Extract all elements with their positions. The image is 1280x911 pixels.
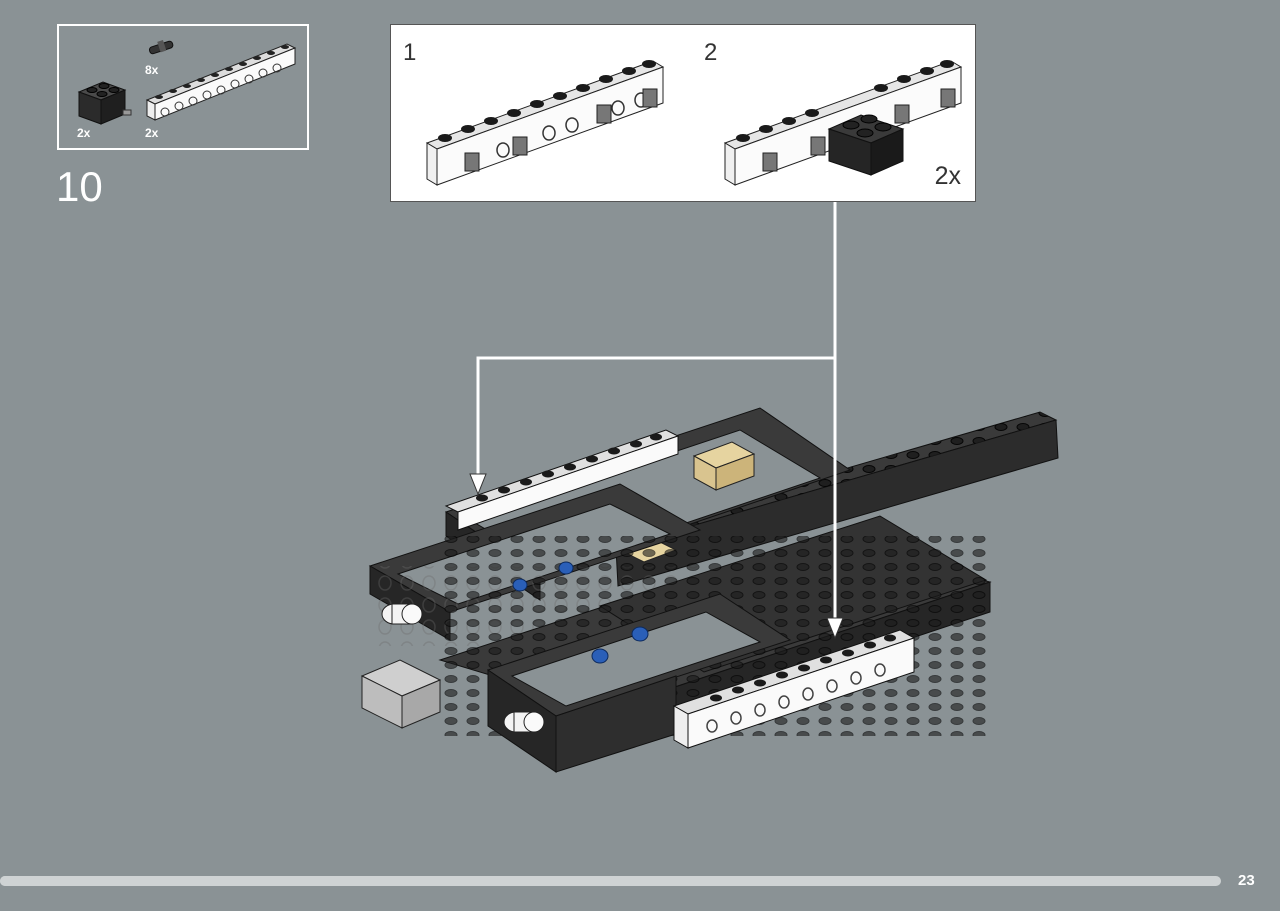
parts-list-callout: 8x 2x 2x [57,24,309,150]
sub-assembly-multiplier: 2x [934,162,961,190]
parts-list-illustration [77,40,297,125]
arrow-head-left-icon [469,473,487,496]
black-brick-2x2-with-pin-icon [77,81,132,125]
black-brick-quantity: 2x [77,126,91,140]
sub-assembly-callout: 1 2 2x [390,24,976,202]
tan-brick-top [692,441,756,491]
sub-step-2-beam-with-brick-icon [723,60,963,186]
sub-step-1-label: 1 [403,39,417,66]
sub-step-2-label: 2 [704,39,718,66]
step-number: 10 [56,163,103,210]
arrow-head-right-icon [826,617,844,640]
white-beam-quantity: 2x [145,126,159,140]
bottom-black-frame [486,593,792,773]
connector-peg-quantity: 8x [145,63,159,77]
page-number: 23 [1238,872,1255,889]
white-beam-upper-left [444,429,680,531]
white-pin-left [381,603,423,625]
blue-pins [512,561,649,664]
grey-brick-lower-left [360,659,442,729]
guide-arrows [476,202,837,622]
connector-peg-icon [148,40,174,55]
white-beam-bottom-right [672,629,916,749]
main-build-illustration [360,202,1059,773]
white-technic-beam-1x10-icon [145,43,297,121]
progress-bar-fill [0,876,1160,886]
sub-step-1-beam-icon [425,60,665,186]
progress-bar [0,876,1221,886]
sub-assembly-illustration [425,60,963,186]
white-pin-bottom [503,711,545,733]
